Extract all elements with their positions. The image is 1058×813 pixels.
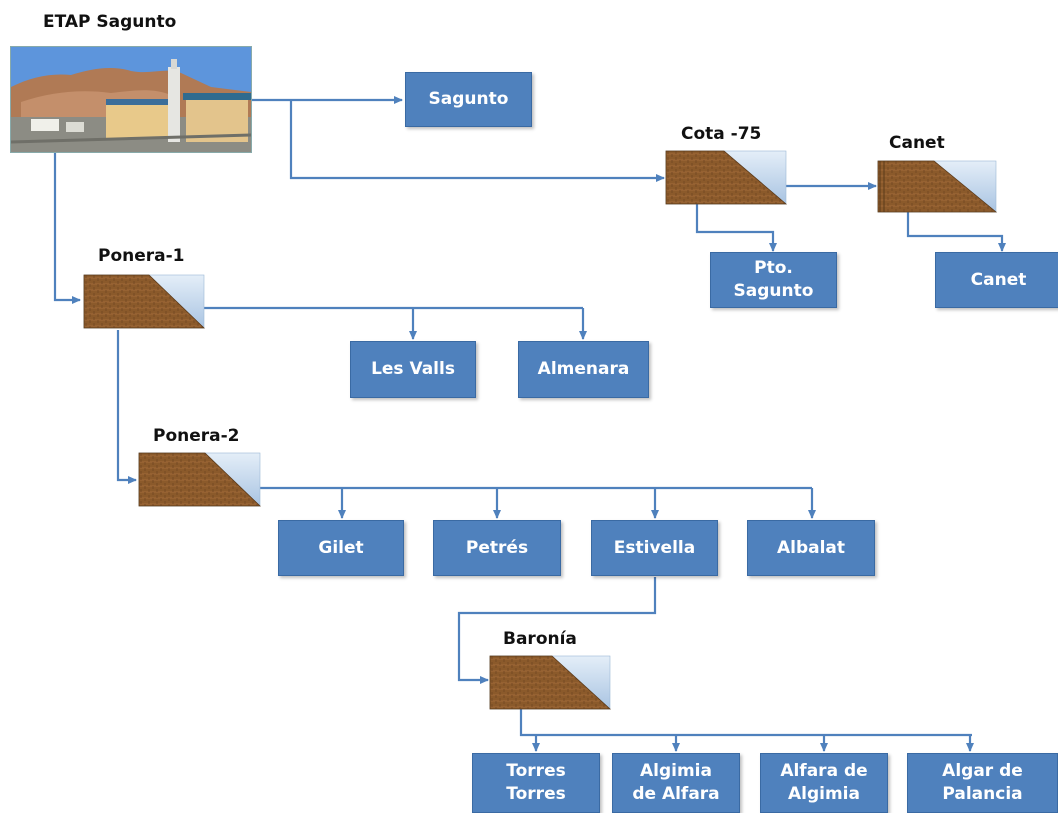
tank-cota75-icon [665,150,788,205]
connector-canet-tank-box [906,212,1006,252]
connector-plant-cota75 [289,100,665,182]
box-les-valls: Les Valls [350,341,476,398]
tank-label-cota75: Cota -75 [681,124,762,144]
connector-ponera1-ponera2 [116,330,137,484]
tank-label-canet: Canet [889,133,945,153]
tank-label-baronia: Baronía [503,629,577,649]
connector-baronia-bus [519,708,972,737]
tank-label-ponera1: Ponera-1 [98,246,185,266]
connectors [53,96,1006,752]
box-algar-de-palancia: Algar de Palancia [907,753,1058,813]
connector-estivella-baronia [457,577,657,684]
box-algimia-de-alfara: Algimia de Alfara [612,753,740,813]
tank-label-ponera2: Ponera-2 [153,426,240,446]
box-canet: Canet [935,252,1058,308]
box-petres: Petrés [433,520,561,576]
tank-ponera2-icon [138,452,261,507]
tank-baronia-icon [489,655,612,710]
box-sagunto: Sagunto [405,72,532,127]
connector-plant-ponera1 [53,151,81,304]
box-almenara: Almenara [518,341,649,398]
tank-ponera1-icon [83,274,205,329]
connector-cota75-pto-sagunto [695,204,777,252]
plant-title: ETAP Sagunto [43,12,177,32]
box-gilet: Gilet [278,520,404,576]
tank-canet-icon [877,160,998,213]
box-alfara-de-algimia: Alfara de Algimia [760,753,888,813]
box-pto-sagunto: Pto. Sagunto [710,252,837,308]
box-torres-torres: Torres Torres [472,753,600,813]
box-albalat: Albalat [747,520,875,576]
plant-photo [10,46,252,153]
box-estivella: Estivella [591,520,718,576]
